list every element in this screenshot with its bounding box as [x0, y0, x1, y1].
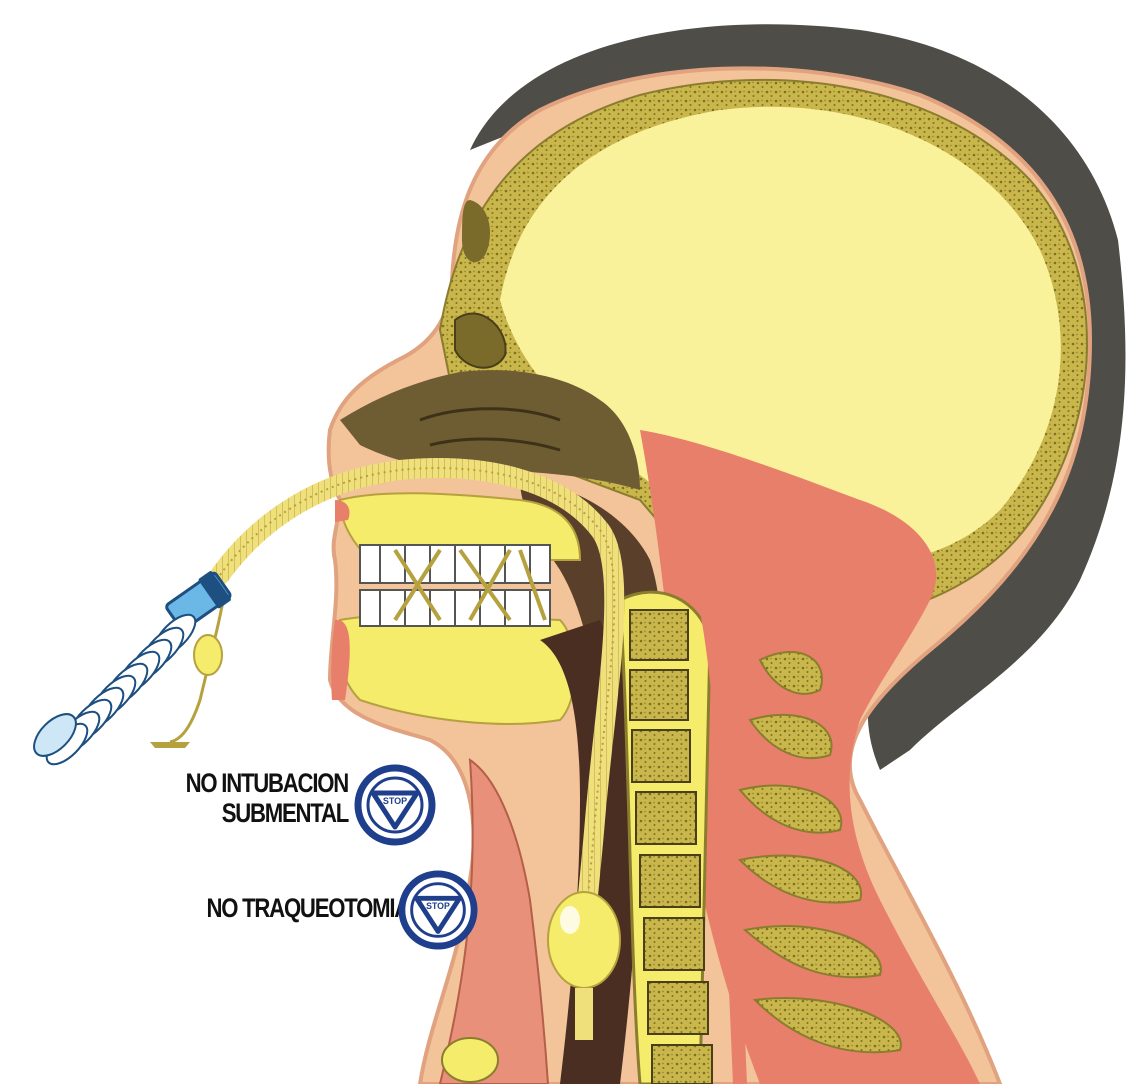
- stop-sign-icon: STOP: [398, 870, 478, 950]
- warning-line: NO TRAQUEOTOMIA: [206, 893, 409, 923]
- warning-line: NO INTUBACION: [186, 768, 348, 798]
- stop-sign-text: STOP: [383, 796, 407, 806]
- stop-sign-icon: STOP: [354, 764, 436, 846]
- pilot-valve: [150, 742, 190, 748]
- warning-no-tracheotomy: NO TRAQUEOTOMIA: [206, 893, 409, 923]
- warning-line: SUBMENTAL: [186, 798, 348, 828]
- tube-cuff: [548, 892, 620, 988]
- thyroid-cartilage: [442, 1038, 498, 1082]
- stop-sign-text: STOP: [426, 901, 450, 911]
- pilot-balloon: [194, 635, 222, 675]
- tube-cuff-highlight: [560, 906, 580, 934]
- lower-teeth: [360, 590, 550, 626]
- warning-no-submental-intubation: NO INTUBACION SUBMENTAL: [186, 768, 348, 828]
